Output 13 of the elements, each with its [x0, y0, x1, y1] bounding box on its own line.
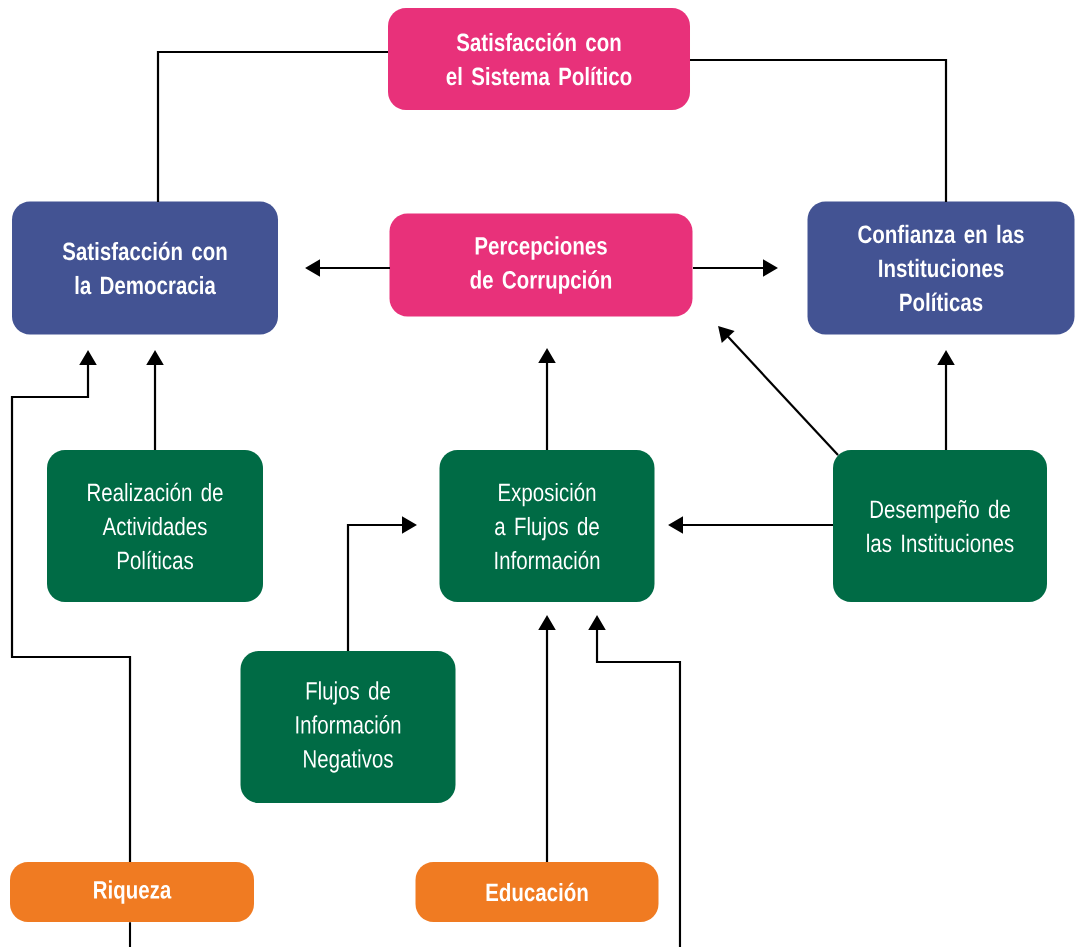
arrow: [718, 326, 839, 456]
factor-box: Desempeño de las Instituciones: [833, 450, 1047, 602]
factor-box: Realización de Actividades Políticas: [47, 450, 263, 602]
variable-box: Riqueza: [10, 862, 254, 922]
connector-line: [156, 50, 388, 202]
outcome-box: Satisfacción con la Democracia: [12, 201, 278, 335]
central-box: Percepciones de Corrupción: [389, 213, 693, 317]
title-box: Satisfacción con el Sistema Político: [388, 8, 690, 110]
factor-box: Exposición a Flujos de Información: [439, 450, 655, 602]
outcome-box: Confianza en las Instituciones Políticas: [807, 201, 1075, 335]
variable-box: Educación: [415, 862, 659, 922]
connector-line: [690, 58, 948, 202]
factor-box: Flujos de Información Negativos: [240, 651, 456, 803]
